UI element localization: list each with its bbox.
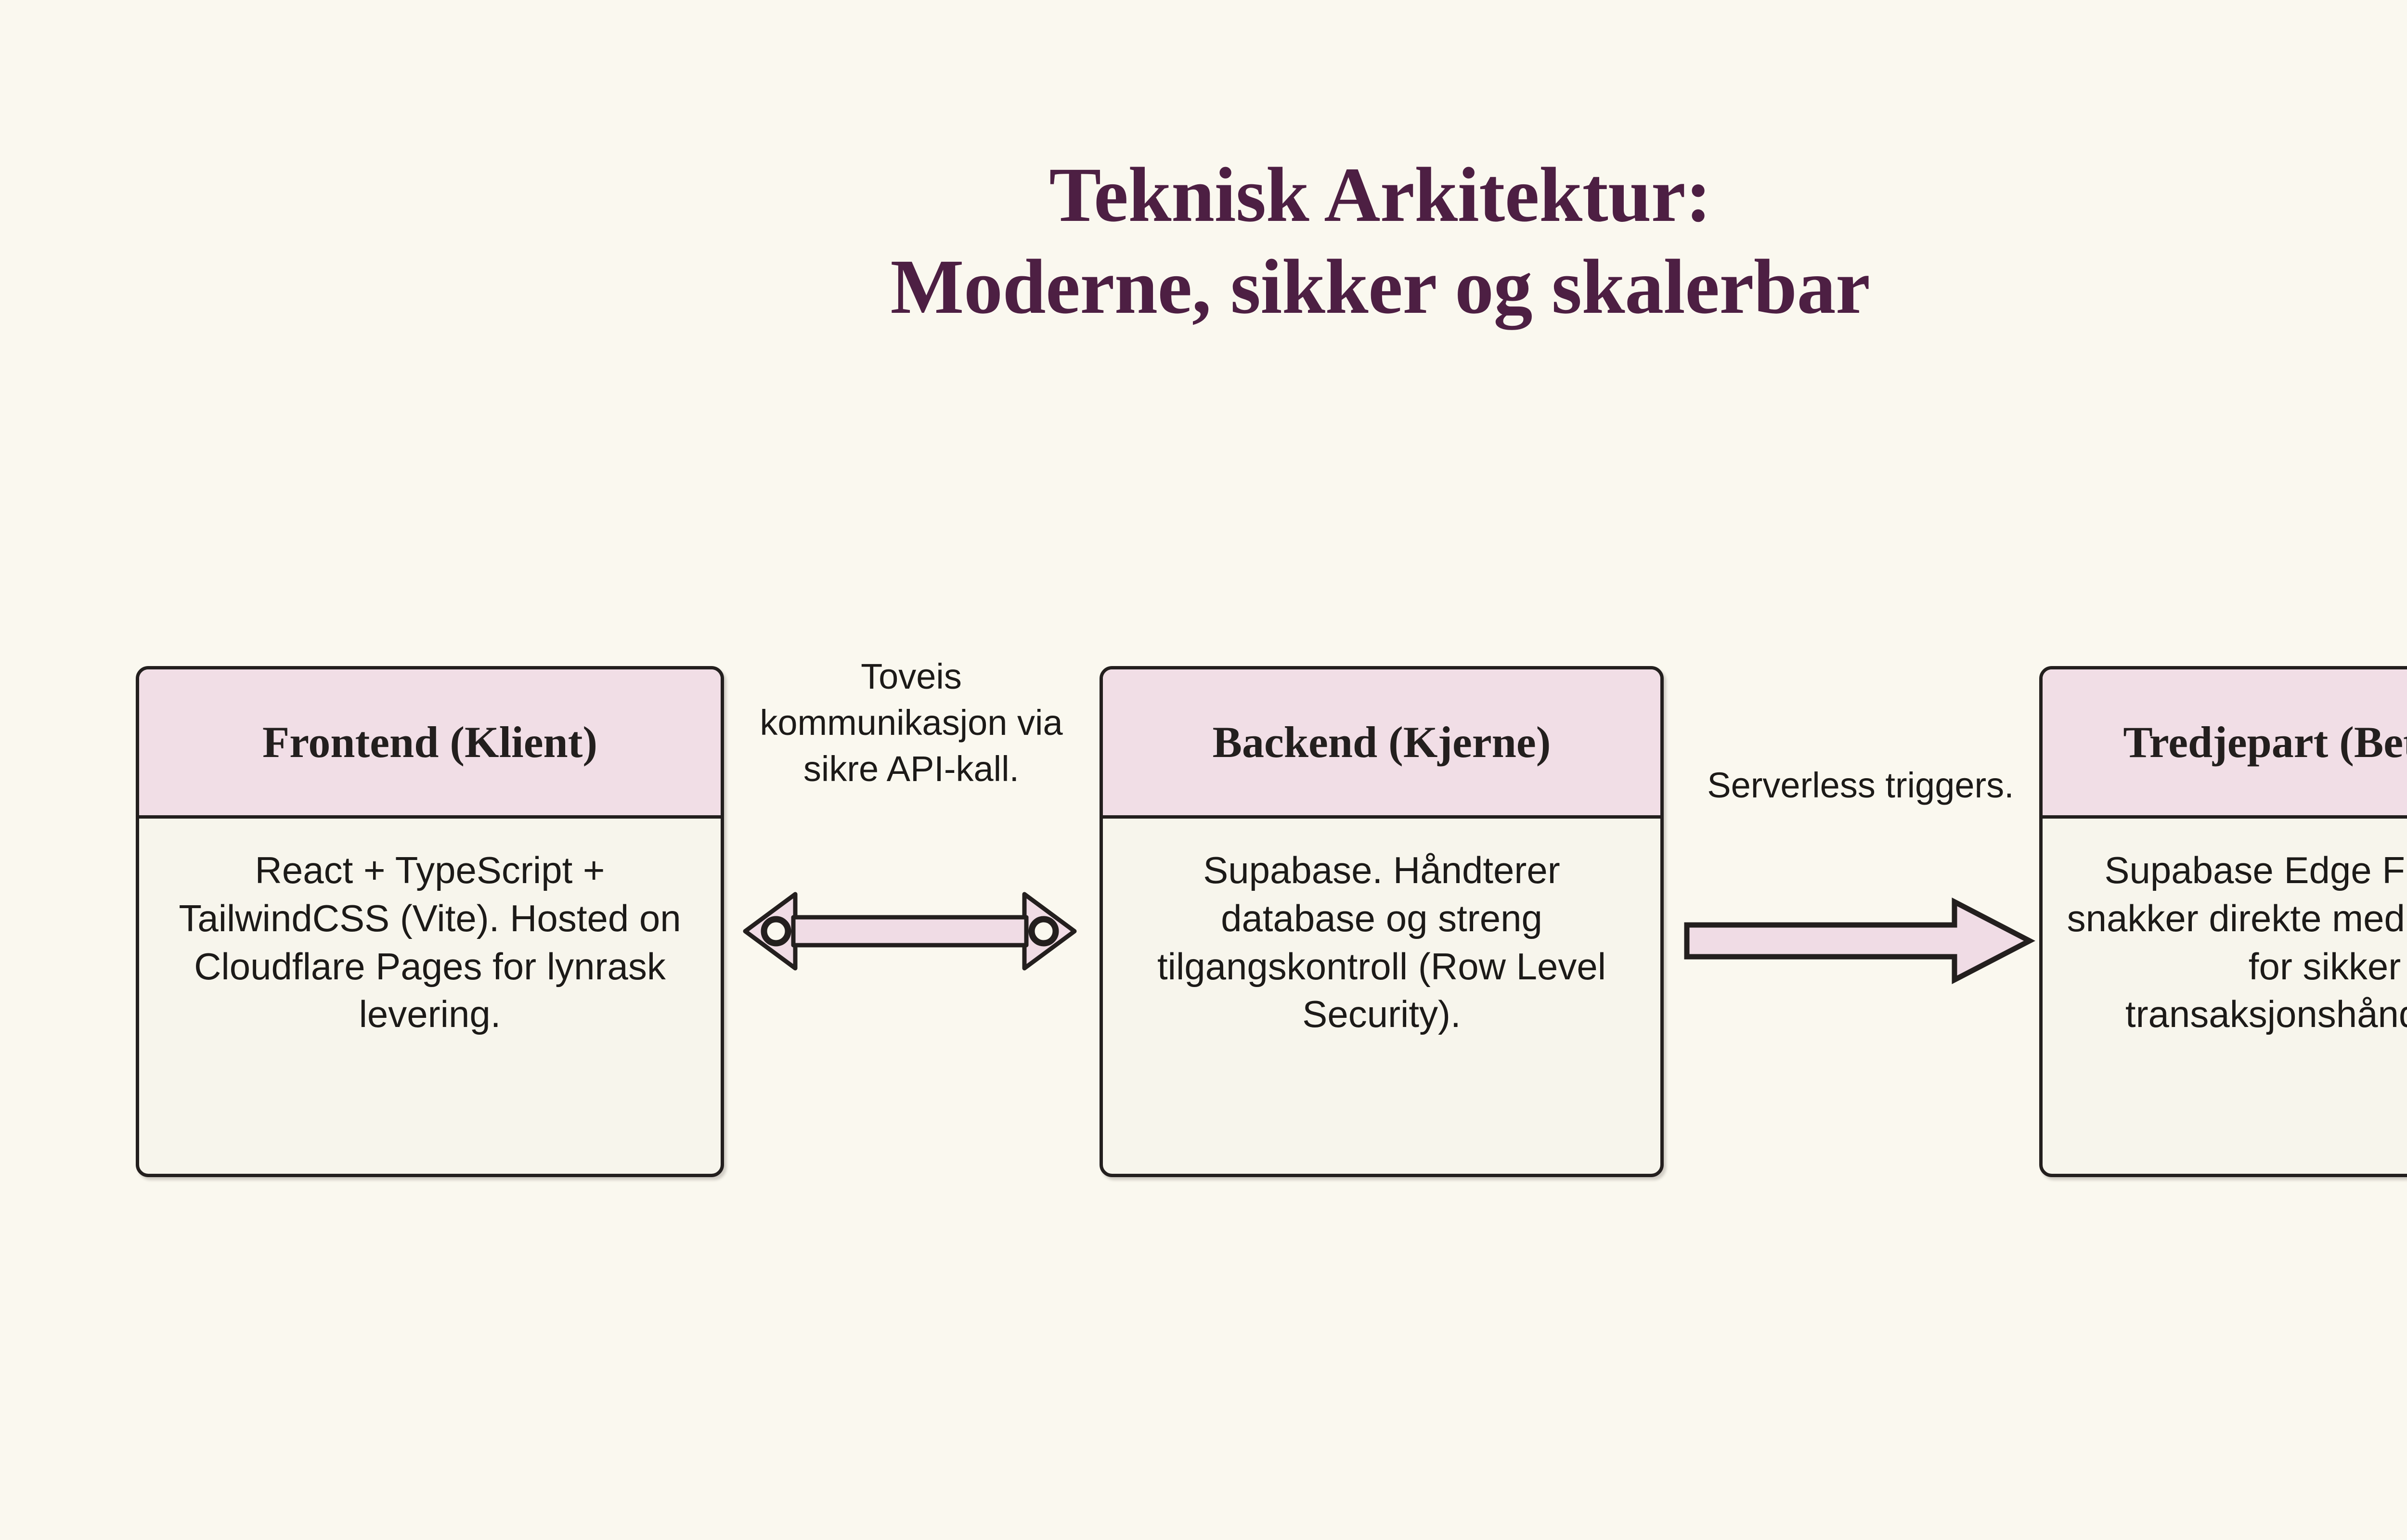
node-frontend[interactable]: Frontend (Klient) React + TypeScript + T… <box>136 666 724 1177</box>
node-backend-title: Backend (Kjerne) <box>1212 718 1551 767</box>
page-title-line-1: Teknisk Arkitektur: <box>1049 152 1711 238</box>
node-backend-description: Supabase. Håndterer database og streng t… <box>1157 849 1606 1036</box>
node-frontend-description: React + TypeScript + TailwindCSS (Vite).… <box>179 849 681 1036</box>
page-title: Teknisk Arkitektur: Moderne, sikker og s… <box>0 149 2407 333</box>
edge-label-backend-thirdparty: Serverless triggers. <box>1707 765 2014 805</box>
edge-label-frontend-backend: Toveis kommunikasjon via sikre API-kall. <box>760 656 1063 789</box>
page-title-line-2: Moderne, sikker og skalerbar <box>890 244 1870 331</box>
bidirectional-arrow-icon <box>743 892 1077 971</box>
node-frontend-header: Frontend (Klient) <box>139 669 721 819</box>
node-thirdparty-body: Supabase Edge Functions snakker direkte … <box>2043 819 2407 1053</box>
node-backend-header: Backend (Kjerne) <box>1103 669 1660 819</box>
node-backend-body: Supabase. Håndterer database og streng t… <box>1103 819 1660 1053</box>
node-thirdparty-description: Supabase Edge Functions snakker direkte … <box>2067 849 2407 1036</box>
right-arrow-icon <box>1684 897 2035 985</box>
node-thirdparty[interactable]: Tredjepart (Betaling) Supabase Edge Func… <box>2039 666 2407 1177</box>
node-frontend-body: React + TypeScript + TailwindCSS (Vite).… <box>139 819 721 1053</box>
node-backend[interactable]: Backend (Kjerne) Supabase. Håndterer dat… <box>1100 666 1664 1177</box>
node-thirdparty-title: Tredjepart (Betaling) <box>2123 718 2407 767</box>
node-frontend-title: Frontend (Klient) <box>262 718 597 767</box>
node-thirdparty-header: Tredjepart (Betaling) <box>2043 669 2407 819</box>
